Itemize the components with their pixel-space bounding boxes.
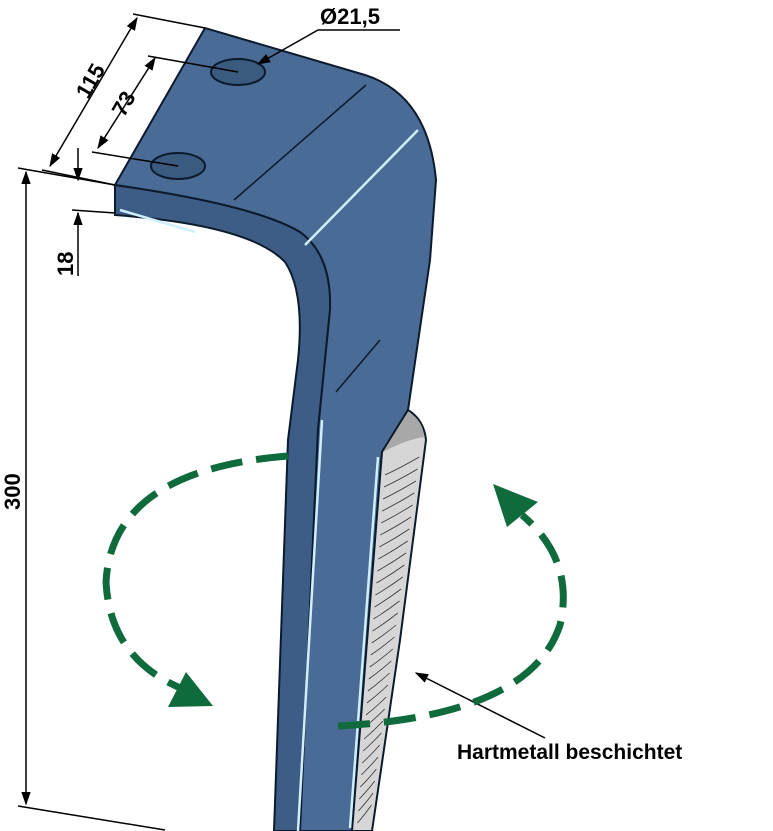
dim-73: 73 xyxy=(107,87,141,121)
carbide-hatching xyxy=(357,456,420,824)
hatch-line xyxy=(359,768,377,788)
hatch-line xyxy=(376,564,405,584)
hatch-line xyxy=(361,744,381,764)
hatch-line xyxy=(379,528,410,548)
hatch-line xyxy=(380,516,412,536)
highlights xyxy=(119,129,419,831)
hatch-line xyxy=(369,648,394,668)
hatch-line xyxy=(371,624,397,644)
carbide-coating xyxy=(350,408,428,831)
rotation-arrowhead-right xyxy=(493,484,538,527)
hatch-line xyxy=(367,672,390,692)
hatch-line xyxy=(374,588,402,608)
blade-front-face xyxy=(113,26,438,831)
coating-label: Hartmetall beschichtet xyxy=(457,741,682,764)
dim-115: 115 xyxy=(71,59,110,102)
dim-hole-diameter: Ø21,5 xyxy=(320,4,380,29)
hatch-line xyxy=(382,480,417,500)
hatch-line xyxy=(380,504,413,524)
blade-side-face xyxy=(114,183,332,831)
hatch-line xyxy=(358,792,374,812)
dimension-lines xyxy=(17,13,546,831)
hatch-line xyxy=(363,720,384,740)
hatch-line xyxy=(360,756,379,776)
hatch-line xyxy=(362,732,382,752)
carbide-top xyxy=(383,412,424,452)
hatch-line xyxy=(359,780,376,800)
dim-18: 18 xyxy=(53,252,78,276)
hatch-line xyxy=(377,552,407,572)
rotation-arrow xyxy=(102,452,567,730)
hatch-line xyxy=(365,696,387,716)
fold-lines xyxy=(233,84,381,393)
hatch-line xyxy=(372,612,399,632)
hatch-line xyxy=(357,804,372,824)
hatch-line xyxy=(378,540,408,560)
rotation-arrowhead-left xyxy=(168,672,213,707)
hatch-line xyxy=(384,456,420,476)
dim-300: 300 xyxy=(0,473,25,510)
hatch-line xyxy=(375,576,403,596)
hatch-line xyxy=(368,660,392,680)
hatch-line xyxy=(373,600,400,620)
hatch-line xyxy=(381,492,415,512)
hatch-line xyxy=(370,636,395,656)
hatch-line xyxy=(366,684,389,704)
hatch-line xyxy=(383,468,418,488)
